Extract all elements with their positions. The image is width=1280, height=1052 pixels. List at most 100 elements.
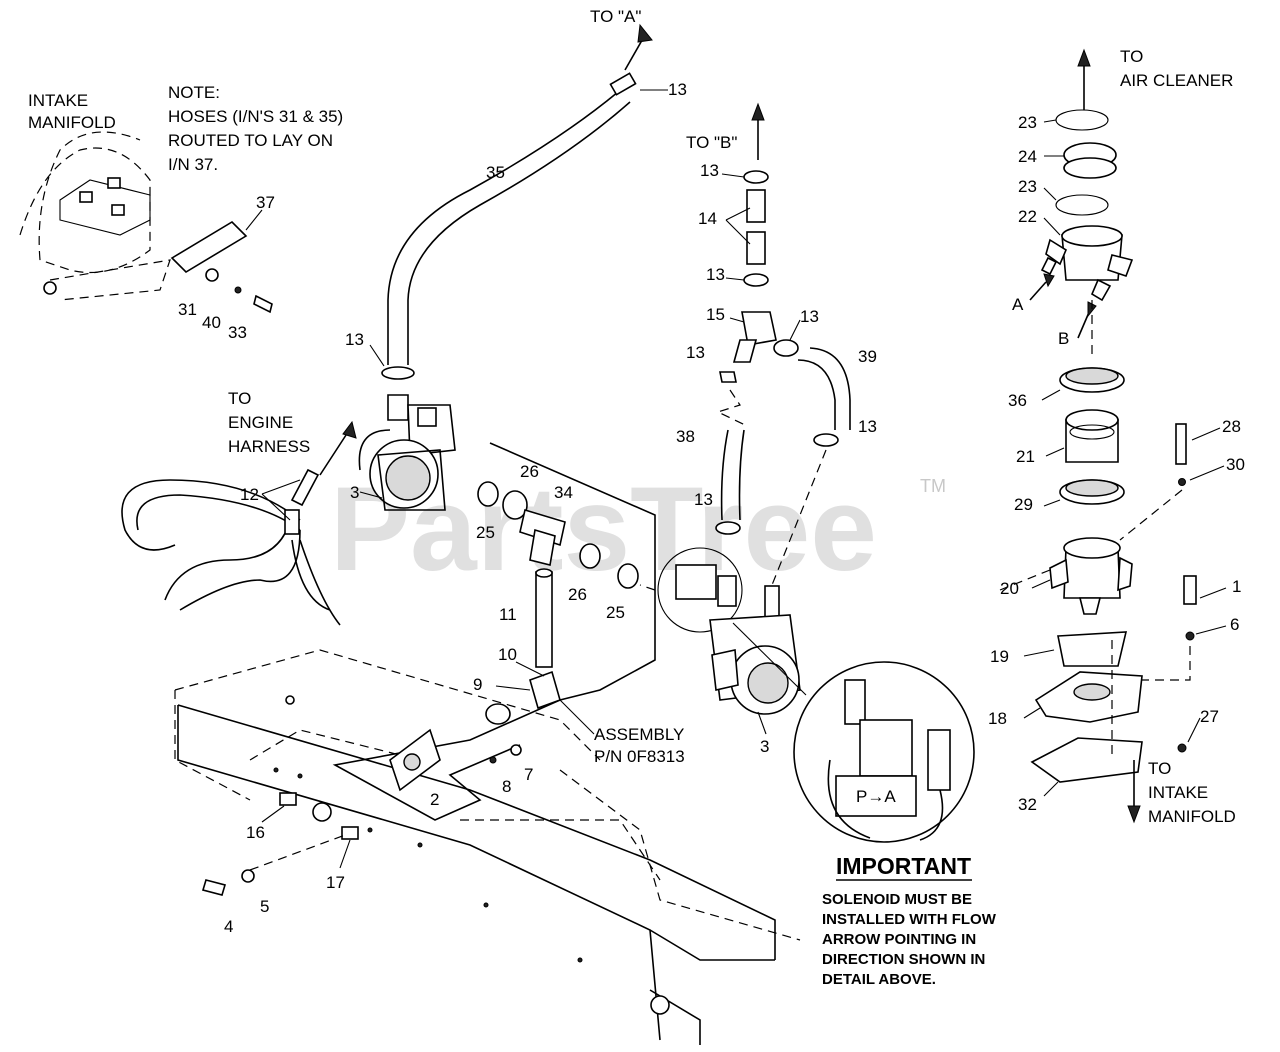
tube-14 (746, 231, 766, 265)
bracket-37 (170, 220, 248, 274)
callout-38: 38 (676, 427, 695, 446)
frame-slot (279, 792, 297, 806)
clamp-13 (743, 273, 769, 287)
to-intake-manifold-label: TO (1148, 759, 1171, 778)
callout-29: 29 (1014, 495, 1033, 514)
callout-13: 13 (800, 307, 819, 326)
callout-7: 7 (524, 765, 533, 784)
fitting-9 (485, 703, 511, 725)
to-engine-harness-label: HARNESS (228, 437, 310, 456)
to-b-label: TO "B" (686, 133, 737, 152)
callout-39: 39 (858, 347, 877, 366)
fitting-25 (477, 481, 499, 507)
callout-13: 13 (345, 330, 364, 349)
callout-18: 18 (988, 709, 1007, 728)
solenoid-flow-tag: P→A (856, 787, 896, 806)
callout-3: 3 (760, 737, 769, 756)
callout-13: 13 (706, 265, 725, 284)
callout-26: 26 (568, 585, 587, 604)
callout-4: 4 (224, 917, 233, 936)
callout-13: 13 (686, 343, 705, 362)
screw-1 (1183, 575, 1197, 605)
callout-23: 23 (1018, 177, 1037, 196)
regulator-3-right (657, 547, 801, 715)
callout-24: 24 (1018, 147, 1037, 166)
callout-37: 37 (256, 193, 275, 212)
tee-15 (741, 311, 777, 346)
important-line: ARROW POINTING IN (822, 931, 976, 948)
hose-note-line: ROUTED TO LAY ON (168, 131, 333, 150)
hose-35 (387, 91, 619, 365)
intake-manifold-sketch (19, 131, 171, 301)
plug-13 (719, 371, 737, 383)
gasket-32 (1030, 737, 1143, 783)
nut-8 (489, 756, 497, 764)
solenoid-detail (732, 622, 975, 843)
bolt-28 (1175, 423, 1187, 465)
callout-30: 30 (1226, 455, 1245, 474)
callout-31: 31 (178, 300, 197, 319)
assembly-outline (332, 442, 656, 821)
callout-1: 1 (1232, 577, 1241, 596)
frame-hole (312, 802, 332, 822)
base-frame (174, 649, 801, 1045)
callout-17: 17 (326, 873, 345, 892)
to-engine-harness-label: TO (228, 389, 251, 408)
clamp-13 (743, 170, 769, 184)
to-engine-harness-label: ENGINE (228, 413, 293, 432)
frame-slot (341, 826, 359, 840)
callout-13: 13 (700, 161, 719, 180)
clamp-13 (381, 366, 415, 380)
callout-2: 2 (430, 790, 439, 809)
assembly-part-number: P/N 0F8313 (594, 747, 685, 766)
fitting-26 (502, 490, 528, 520)
clamp-13 (813, 433, 839, 447)
o-ring-23 (1055, 194, 1109, 216)
callout-40: 40 (202, 313, 221, 332)
fitting-25 (617, 563, 639, 589)
callout-14: 14 (698, 209, 717, 228)
washer-30 (1178, 478, 1186, 486)
screw-4 (201, 879, 227, 896)
callout-15: 15 (706, 305, 725, 324)
callout-13: 13 (694, 490, 713, 509)
callout-16: 16 (246, 823, 265, 842)
callout-6: 6 (1230, 615, 1239, 634)
arrow-b-label: B (1058, 329, 1069, 348)
intake-manifold-label: INTAKE (28, 91, 88, 110)
pipe-11 (535, 571, 553, 668)
mixer-22 (1040, 225, 1134, 302)
clamp-13 (715, 521, 741, 535)
hose-note-line: NOTE: (168, 83, 220, 102)
washer-40 (234, 286, 242, 294)
washer-31 (205, 268, 219, 282)
callout-28: 28 (1222, 417, 1241, 436)
callout-27: 27 (1200, 707, 1219, 726)
wire-harness-12 (121, 468, 341, 626)
hose-note-line: I/N 37. (168, 155, 218, 174)
to-intake-manifold-label: INTAKE (1148, 783, 1208, 802)
callout-5: 5 (260, 897, 269, 916)
adapter-18 (1034, 671, 1143, 723)
fitting-26 (579, 543, 601, 569)
callout-36: 36 (1008, 391, 1027, 410)
washer-6 (1185, 631, 1195, 641)
regulator-3-left (358, 394, 456, 511)
to-intake-manifold-label: MANIFOLD (1148, 807, 1236, 826)
assembly-label: ASSEMBLY (594, 725, 684, 744)
callout-22: 22 (1018, 207, 1037, 226)
callout-3: 3 (350, 483, 359, 502)
callout-25: 25 (606, 603, 625, 622)
to-a-label: TO "A" (590, 7, 641, 26)
callout-35: 35 (486, 163, 505, 182)
nut-27 (1177, 743, 1187, 753)
to-air-cleaner-label: AIR CLEANER (1120, 71, 1233, 90)
callout-11: 11 (499, 605, 517, 624)
important-line: DETAIL ABOVE. (822, 971, 936, 988)
callout-26: 26 (520, 462, 539, 481)
callout-12: 12 (240, 485, 259, 504)
throttle-body-20 (1049, 537, 1133, 615)
frame-hole (650, 995, 670, 1015)
callout-10: 10 (498, 645, 517, 664)
callout-13: 13 (858, 417, 877, 436)
